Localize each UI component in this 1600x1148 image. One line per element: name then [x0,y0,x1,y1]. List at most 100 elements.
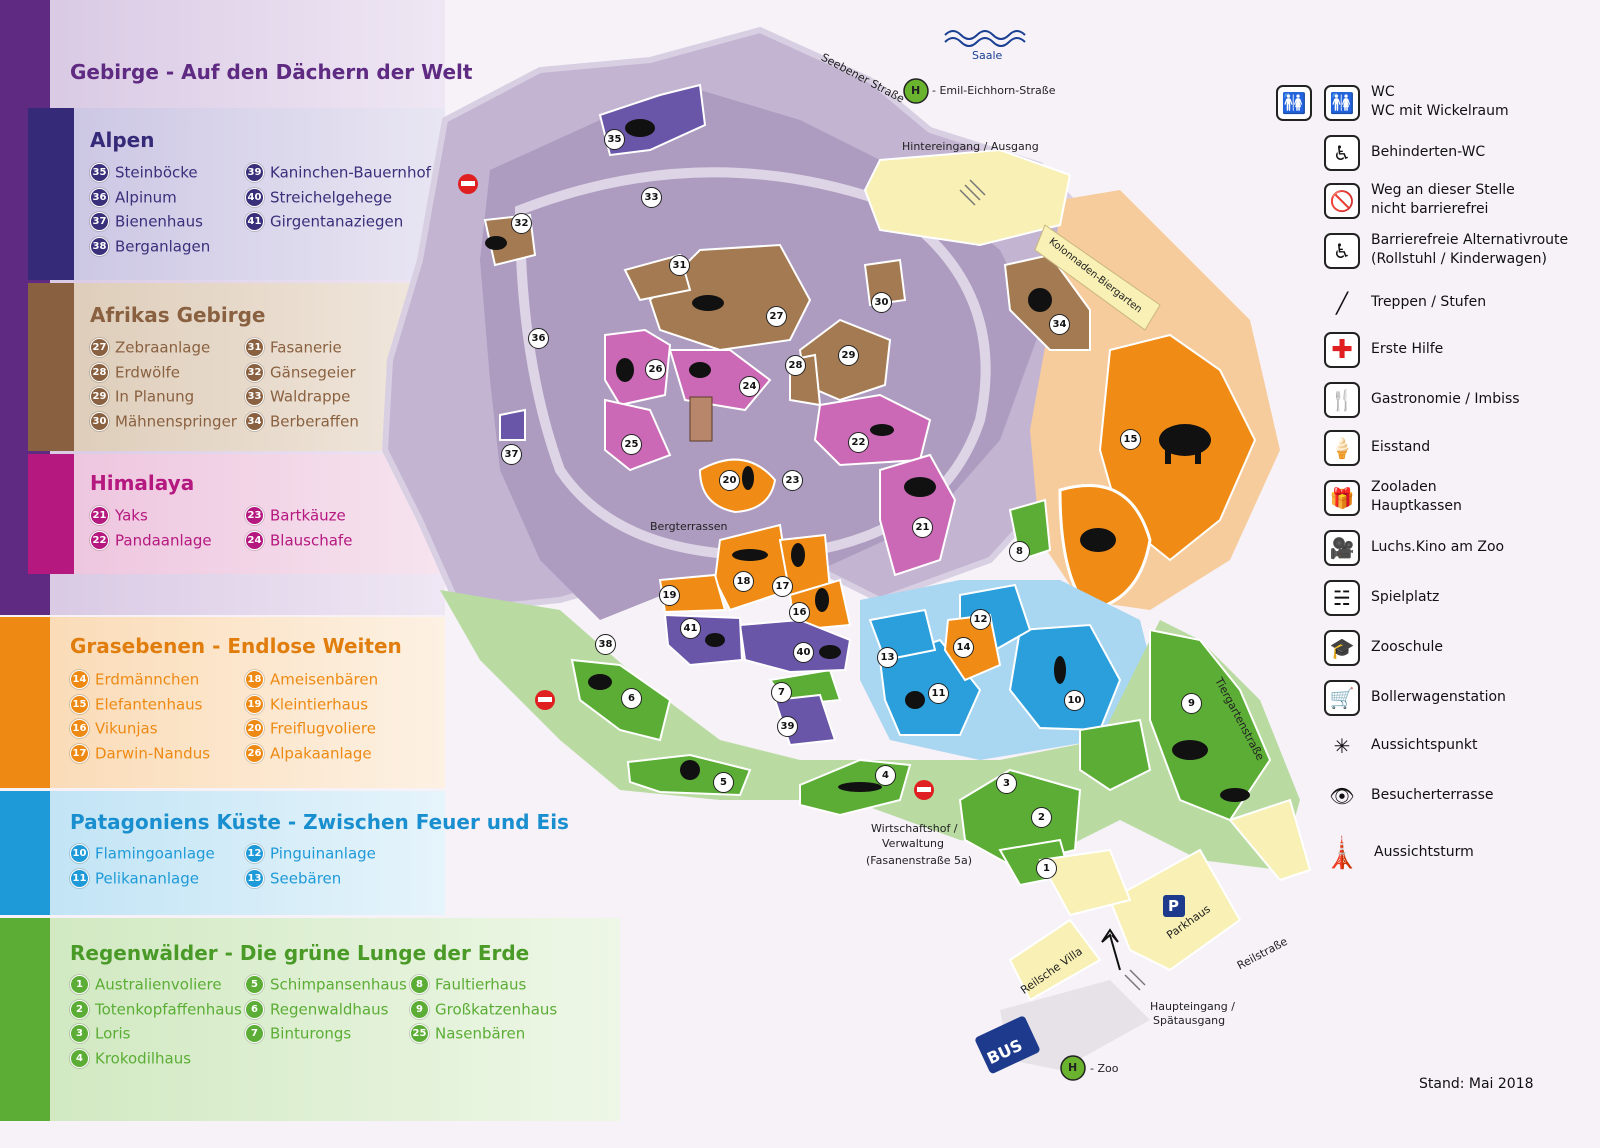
bus-stop-zoo-icon [1060,1055,1086,1081]
map-marker-20[interactable]: 20 [719,470,740,491]
enclosure-37 [499,408,526,441]
zone-legend-number: 39 [245,163,264,182]
map-marker-21[interactable]: 21 [912,517,933,538]
map-marker-31[interactable]: 31 [669,255,690,276]
map-marker-13[interactable]: 13 [877,647,898,668]
zone-legend-number: 21 [90,506,109,525]
zone-legend-number: 19 [245,694,264,714]
map-marker-5[interactable]: 5 [713,772,734,793]
map-marker-1[interactable]: 1 [1036,858,1057,879]
map-marker-6[interactable]: 6 [621,688,642,709]
map-marker-7[interactable]: 7 [771,682,792,703]
not-barrier-free-icon: 🚫 [1324,183,1360,219]
map-marker-18[interactable]: 18 [733,571,754,592]
zone-legend-label: Waldrappe [270,387,351,406]
map-marker-9[interactable]: 9 [1181,693,1202,714]
enclosure-26 [604,328,672,407]
map-marker-2[interactable]: 2 [1031,807,1052,828]
map-marker-12[interactable]: 12 [970,609,991,630]
map-marker-29[interactable]: 29 [838,345,859,366]
map-marker-25[interactable]: 25 [621,434,642,455]
saale-wave-icon [944,30,1026,40]
map-marker-27[interactable]: 27 [766,306,787,327]
zone-legend-label: Berberaffen [270,412,359,430]
map-marker-4[interactable]: 4 [875,765,896,786]
map-marker-24[interactable]: 24 [739,376,760,397]
zone-legend-number: 14 [70,670,89,689]
zone-legend-label: Faultierhaus [435,975,527,994]
bus-stop-top-icon [903,78,929,104]
viewpoint-icon: ✳ [1333,734,1351,758]
map-marker-34[interactable]: 34 [1049,314,1070,335]
zone-legend-label: Zebraanlage [115,338,211,357]
zone-alpen-title: Alpen [90,128,155,152]
map-marker-19[interactable]: 19 [659,585,680,606]
zone-legend-number: 10 [70,844,89,863]
map-marker-17[interactable]: 17 [772,576,793,597]
zone-legend-label: Loris [95,1024,131,1043]
zone-legend-number: 28 [90,362,109,382]
zone-legend-number: 23 [245,506,264,525]
zone-legend-number: 3 [70,1024,89,1043]
goat-40-silhouette [819,645,841,659]
zone-legend-number: 6 [245,999,264,1019]
map-marker-40[interactable]: 40 [793,642,814,663]
map-marker-30[interactable]: 30 [871,292,892,313]
map-marker-41[interactable]: 41 [680,618,701,639]
map-marker-38[interactable]: 38 [595,634,616,655]
map-marker-26[interactable]: 26 [645,359,666,380]
zone-legend-number: 5 [245,975,264,994]
zone-legend-number: 24 [245,530,264,550]
legend-text: Barrierefreie Alternativroute(Rollstuhl … [1371,232,1569,267]
enclosure-9 [1149,628,1272,822]
zone-legend-number: 11 [70,868,89,888]
wirtschaft-label-3: (Fasanenstraße 5a) [866,854,973,867]
legend-text: Behinderten-WC [1371,144,1486,160]
map-marker-36[interactable]: 36 [528,328,549,349]
anteater-silhouette [732,549,768,561]
zone-regenwald-band [0,918,620,1121]
map-marker-22[interactable]: 22 [848,432,869,453]
zone-legend-label: Bienenhaus [115,212,203,231]
zone-legend-label: Streichelgehege [270,188,393,206]
lion-silhouette [1172,740,1208,760]
zone-legend-label: Alpinum [115,188,177,206]
map-marker-35[interactable]: 35 [604,129,625,150]
map-marker-23[interactable]: 23 [782,470,803,491]
map-marker-28[interactable]: 28 [785,355,806,376]
map-marker-3[interactable]: 3 [996,773,1017,794]
zone-legend-number: 13 [245,868,264,888]
map-marker-39[interactable]: 39 [777,716,798,737]
zone-legend-label: Seebären [270,869,342,887]
map-marker-37[interactable]: 37 [501,444,522,465]
enclosure-21 [879,453,957,577]
zone-legend-number: 9 [410,999,429,1019]
zone-legend-label: Steinböcke [115,163,198,182]
map-marker-8[interactable]: 8 [1009,541,1030,562]
map-marker-10[interactable]: 10 [1064,690,1085,711]
legend-text: Luchs.Kino am Zoo [1371,539,1505,555]
map-marker-33[interactable]: 33 [641,187,662,208]
map-marker-16[interactable]: 16 [789,602,810,623]
map-marker-14[interactable]: 14 [953,637,974,658]
map-marker-11[interactable]: 11 [928,683,949,704]
ice-cream-icon: 🍦 [1324,430,1360,466]
zone-grasebenen-title: Grasebenen - Endlose Weiten [70,634,402,658]
map-marker-32[interactable]: 32 [511,213,532,234]
legend-text: Eisstand [1371,439,1431,455]
bus-stop-top-h: H [911,84,921,97]
zone-legend-number: 2 [70,999,89,1019]
map-marker-15[interactable]: 15 [1120,429,1141,450]
zone-gebirge-title: Gebirge - Auf den Dächern der Welt [70,60,473,84]
bird-silhouette [742,466,754,490]
